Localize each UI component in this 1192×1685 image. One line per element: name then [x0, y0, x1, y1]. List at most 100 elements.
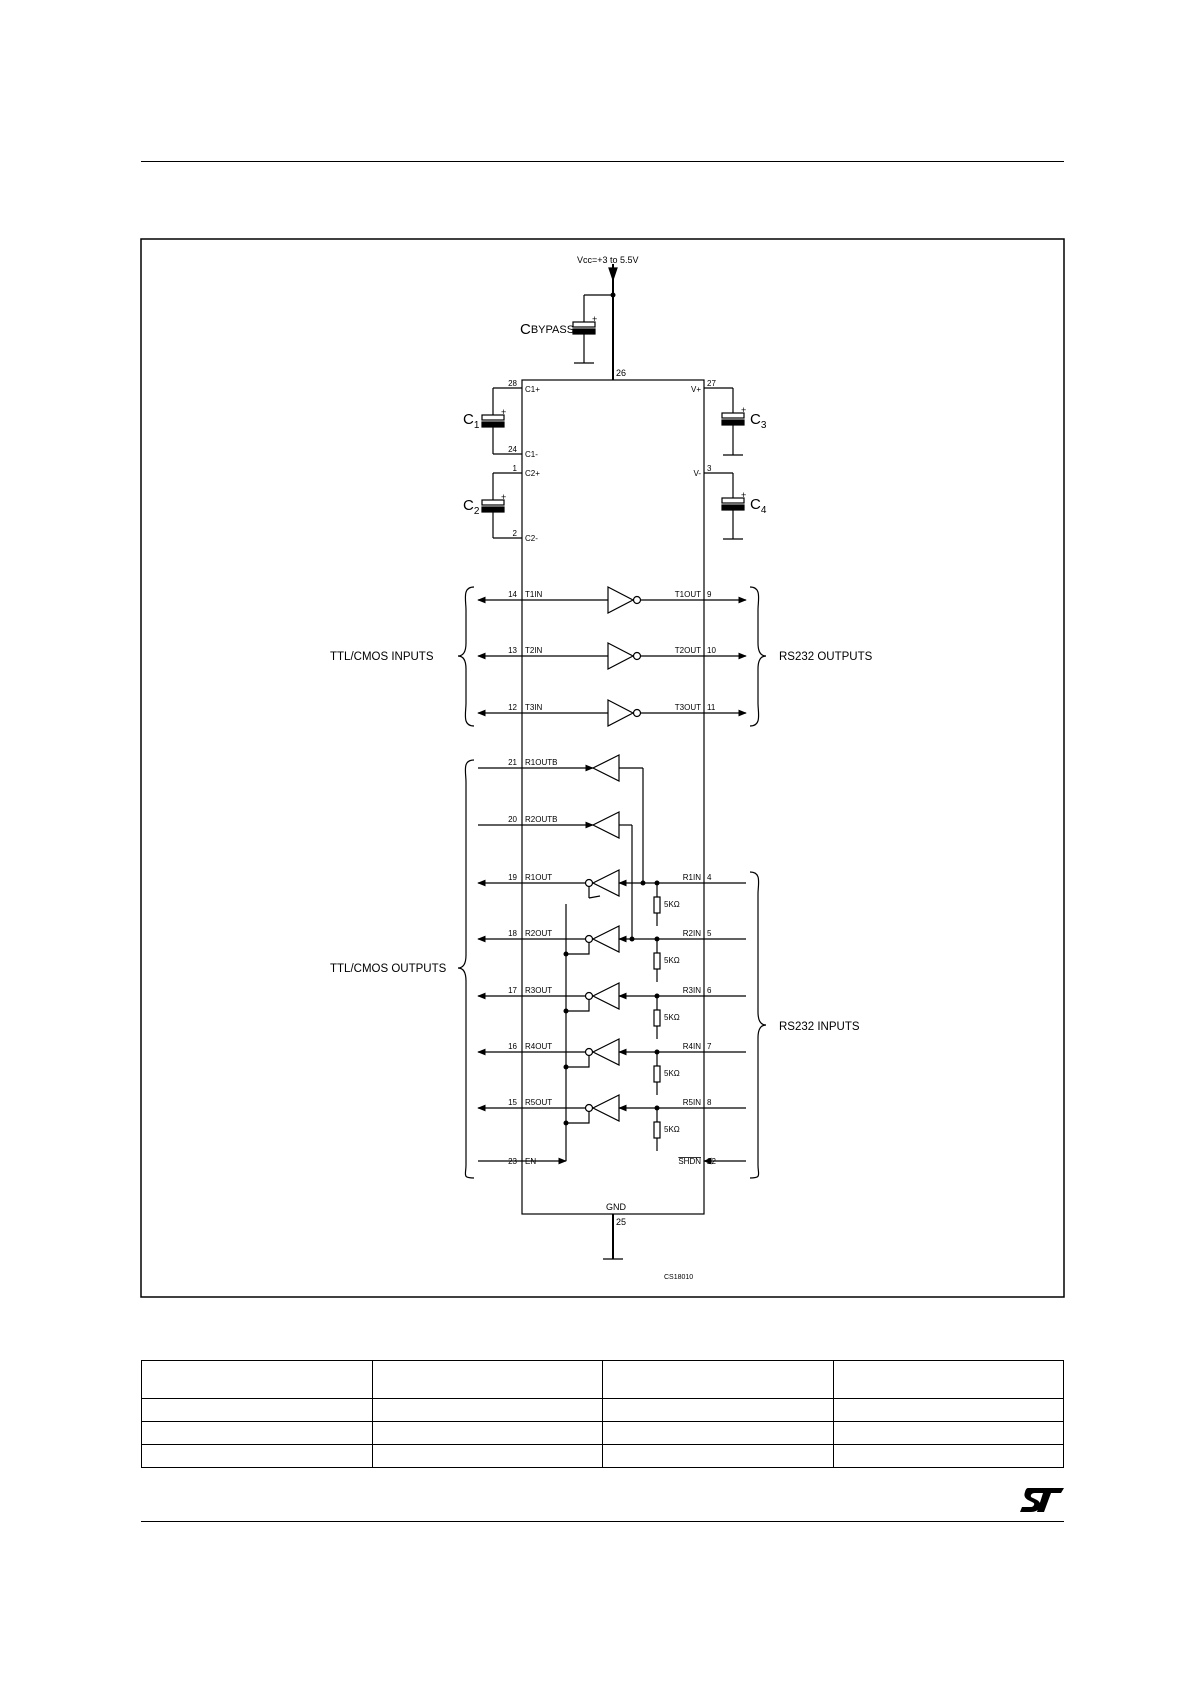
- supply-pin: 26: [616, 368, 626, 378]
- pin-number: 27: [707, 379, 716, 388]
- pin-name: SHDN: [678, 1157, 701, 1166]
- receiver-r4: [477, 1038, 746, 1095]
- pin-name: T1IN: [525, 590, 543, 599]
- pin-number: 2: [513, 529, 518, 538]
- pin-name: T1OUT: [675, 590, 701, 599]
- schematic-diagram: Vcc=+3 to 5.5V 26 GND 25 CS18010 + + + +…: [140, 238, 1065, 1298]
- pin-number: 15: [508, 1098, 517, 1107]
- table-cell: [832, 1360, 1064, 1399]
- table-cell: [371, 1444, 603, 1468]
- pin-number: 5: [707, 929, 712, 938]
- pin-name: T2OUT: [675, 646, 701, 655]
- pin-number: 4: [707, 873, 712, 882]
- table-cell: [141, 1421, 373, 1445]
- capacitor-c3: [721, 412, 745, 419]
- table-cell: [141, 1360, 373, 1399]
- resistor-label: 5KΩ: [664, 1069, 680, 1078]
- svg-text:+: +: [592, 314, 597, 324]
- gnd-label: GND: [606, 1202, 627, 1212]
- group-rs232-outputs: RS232 OUTPUTS: [779, 651, 873, 663]
- empty-table: [141, 1360, 1064, 1468]
- bypass-capacitor: [572, 321, 596, 328]
- c1-label: C1: [463, 411, 480, 431]
- pin-name: R1OUTB: [525, 758, 557, 767]
- pin-name: R1IN: [683, 873, 701, 882]
- ic-body: [521, 379, 705, 1215]
- resistor-label: 5KΩ: [664, 956, 680, 965]
- pin-number: 9: [707, 590, 712, 599]
- table-cell: [141, 1444, 373, 1468]
- pin-name: C1-: [525, 450, 538, 459]
- pin-name: T3OUT: [675, 703, 701, 712]
- table-cell: [602, 1444, 834, 1468]
- pin-number: 3: [707, 464, 712, 473]
- table-cell: [141, 1398, 373, 1422]
- pin-number: 14: [508, 590, 517, 599]
- st-logo-icon: [1020, 1488, 1064, 1512]
- gnd-pin: 25: [616, 1217, 626, 1227]
- group-ttl-outputs: TTL/CMOS OUTPUTS: [330, 963, 447, 975]
- resistor-label: 5KΩ: [664, 1013, 680, 1022]
- pin-name: R4IN: [683, 1042, 701, 1051]
- pin-name: C2-: [525, 534, 538, 543]
- table-cell: [602, 1421, 834, 1445]
- pin-number: 6: [707, 986, 712, 995]
- pin-number: 11: [707, 703, 716, 712]
- table-row: [141, 1421, 1064, 1445]
- table-cell: [371, 1421, 603, 1445]
- pin-name: R3IN: [683, 986, 701, 995]
- pin-name: R2OUT: [525, 929, 552, 938]
- pin-number: 13: [508, 646, 517, 655]
- transmitter-t1: [607, 586, 635, 614]
- table-cell: [602, 1398, 834, 1422]
- svg-text:+: +: [501, 492, 506, 502]
- pin-number: 8: [707, 1098, 712, 1107]
- pin-number: 1: [513, 464, 518, 473]
- table-cell: [602, 1360, 834, 1399]
- pin-number: 10: [707, 646, 716, 655]
- pin-name: T3IN: [525, 703, 543, 712]
- supply-label: Vcc=+3 to 5.5V: [577, 255, 639, 265]
- receiver-r2: [477, 925, 746, 982]
- pin-name: V+: [691, 385, 701, 394]
- pin-number: 18: [508, 929, 517, 938]
- drawing-code: CS18010: [664, 1274, 693, 1281]
- table-cell: [832, 1421, 1064, 1445]
- table-cell: [371, 1398, 603, 1422]
- capacitor-c1: [481, 414, 505, 421]
- svg-text:+: +: [741, 405, 746, 415]
- pin-number: 21: [508, 758, 517, 767]
- footer-rule: [141, 1521, 1064, 1522]
- pin-name: C2+: [525, 469, 540, 478]
- brace-ttl-inputs: [457, 586, 475, 727]
- svg-text:+: +: [501, 407, 506, 417]
- pin-number: 16: [508, 1042, 517, 1051]
- capacitor-c4: [721, 497, 745, 504]
- c3-label: C3: [750, 411, 767, 431]
- c2-label: C2: [463, 497, 480, 517]
- receiver-r5: [477, 1094, 746, 1151]
- pin-number: 23: [508, 1157, 517, 1166]
- brace-rs232-inputs: [749, 871, 767, 1179]
- pin-number: 19: [508, 873, 517, 882]
- schematic-frame: [140, 238, 1065, 1298]
- capacitor-c2: [481, 499, 505, 506]
- pin-number: 24: [508, 445, 517, 454]
- c4-label: C4: [750, 496, 767, 516]
- resistor-label: 5KΩ: [664, 1125, 680, 1134]
- svg-text:+: +: [741, 490, 746, 500]
- pin-number: 12: [508, 703, 517, 712]
- pin-name: R5OUT: [525, 1098, 552, 1107]
- table-row: [141, 1398, 1064, 1422]
- table-cell: [832, 1444, 1064, 1468]
- transmitter-t3: [607, 699, 635, 727]
- pin-name: R4OUT: [525, 1042, 552, 1051]
- table-cell: [832, 1398, 1064, 1422]
- group-ttl-inputs: TTL/CMOS INPUTS: [330, 651, 434, 663]
- pin-number: 20: [508, 815, 517, 824]
- pin-number: 22: [707, 1157, 716, 1166]
- pin-number: 7: [707, 1042, 712, 1051]
- group-rs232-inputs: RS232 INPUTS: [779, 1021, 860, 1033]
- table-cell: [371, 1360, 603, 1399]
- transmitter-t2: [607, 642, 635, 670]
